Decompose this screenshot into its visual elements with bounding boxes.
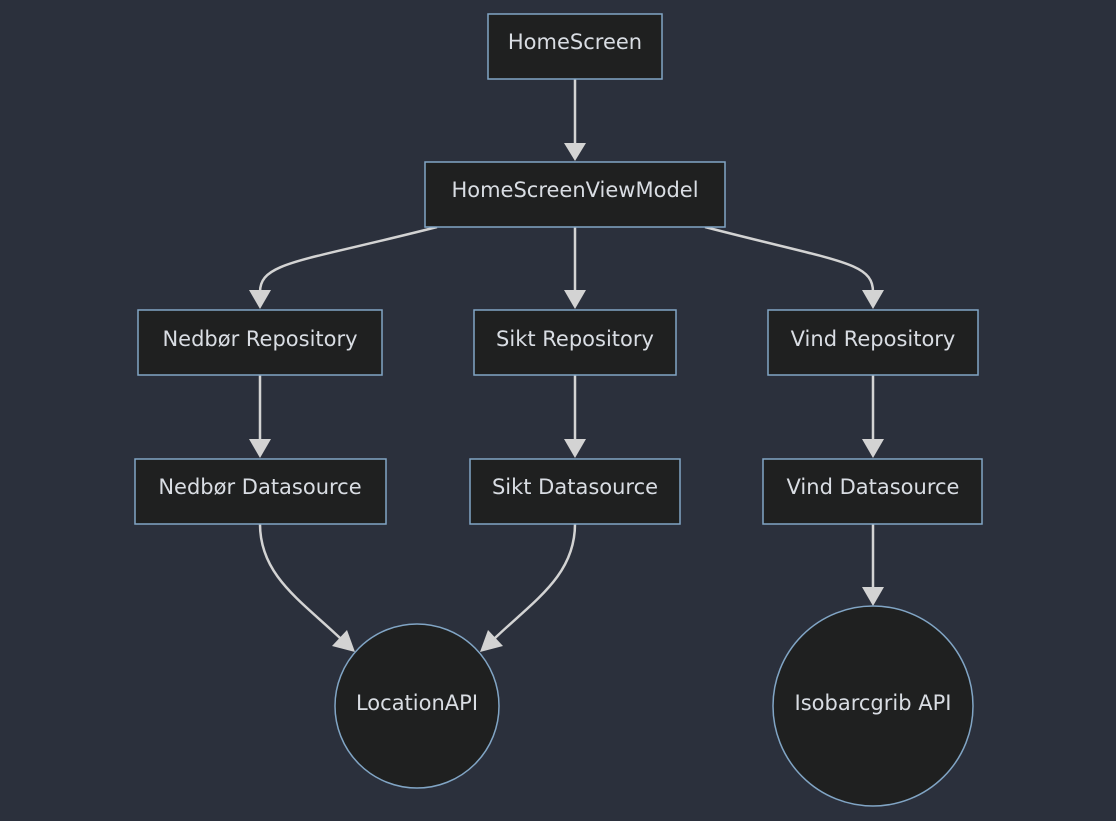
node-sikt-datasource-label: Sikt Datasource: [492, 475, 658, 499]
node-homescreenviewmodel[interactable]: HomeScreenViewModel: [424, 161, 726, 228]
node-sikt-repository[interactable]: Sikt Repository: [473, 309, 677, 376]
node-sikt-datasource[interactable]: Sikt Datasource: [469, 458, 681, 525]
node-nedbor-repository[interactable]: Nedbør Repository: [137, 309, 383, 376]
node-locationapi-label: LocationAPI: [356, 691, 478, 715]
edges: [249, 79, 884, 652]
node-nedbor-repository-label: Nedbør Repository: [162, 327, 357, 351]
edge-nedbor-datasource-to-locationapi: [258, 523, 355, 652]
node-vind-repository[interactable]: Vind Repository: [767, 309, 979, 376]
edge-sikt-repository-to-datasource: [564, 375, 586, 458]
node-locationapi[interactable]: LocationAPI: [334, 623, 500, 789]
edge-viewmodel-to-sikt-repository: [564, 227, 586, 309]
node-homescreenviewmodel-label: HomeScreenViewModel: [451, 178, 698, 202]
edge-viewmodel-to-vind-repository: [704, 225, 884, 309]
node-vind-repository-label: Vind Repository: [791, 327, 956, 351]
edge-vind-repository-to-datasource: [862, 375, 884, 458]
nodes: HomeScreen HomeScreenViewModel Nedbør Re…: [134, 13, 983, 807]
node-nedbor-datasource[interactable]: Nedbør Datasource: [134, 458, 387, 525]
node-homescreen-label: HomeScreen: [508, 30, 642, 54]
edge-nedbor-repository-to-datasource: [249, 375, 271, 458]
node-homescreen[interactable]: HomeScreen: [487, 13, 663, 80]
node-vind-datasource-label: Vind Datasource: [787, 475, 960, 499]
edge-sikt-datasource-to-locationapi: [480, 523, 577, 652]
node-vind-datasource[interactable]: Vind Datasource: [762, 458, 983, 525]
node-sikt-repository-label: Sikt Repository: [496, 327, 654, 351]
edge-homescreen-to-viewmodel: [564, 79, 586, 161]
edge-viewmodel-to-nedbor-repository: [249, 225, 438, 309]
node-isobarcgrib-api-label: Isobarcgrib API: [795, 691, 952, 715]
node-nedbor-datasource-label: Nedbør Datasource: [158, 475, 361, 499]
edge-vind-datasource-to-isobarcgrib: [862, 524, 884, 606]
node-isobarcgrib-api[interactable]: Isobarcgrib API: [772, 605, 974, 807]
